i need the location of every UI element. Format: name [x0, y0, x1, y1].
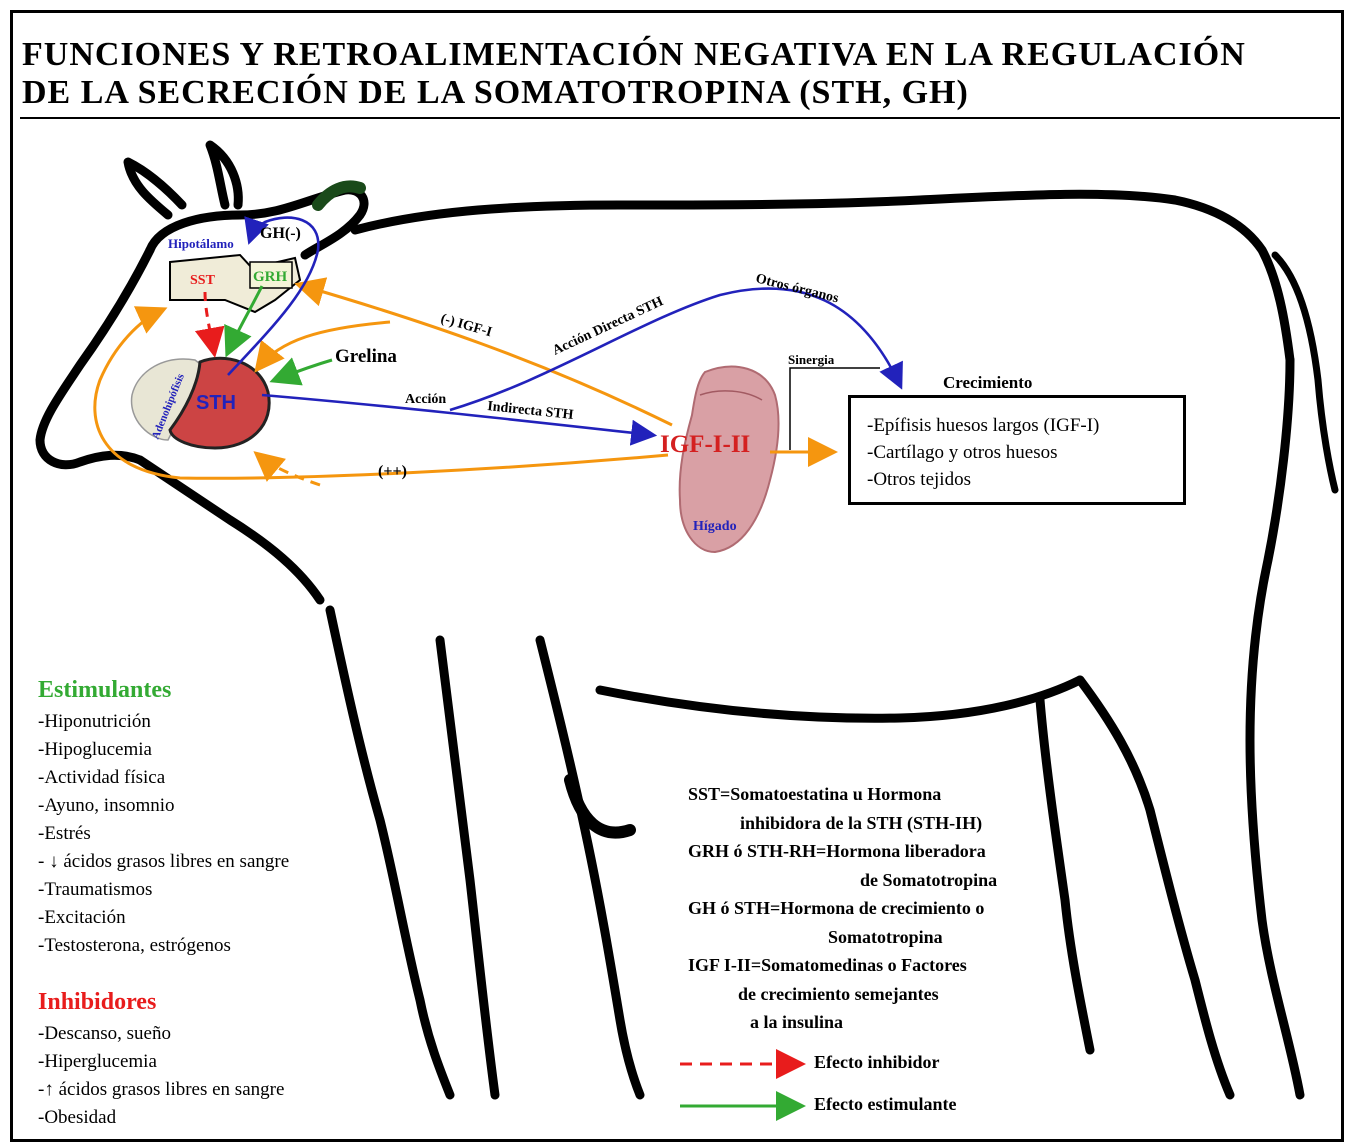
list-item: -Excitación [38, 904, 289, 932]
arrow-sth-indirect [262, 395, 652, 435]
glossary-line: a la insulina [688, 1008, 997, 1037]
label-gh-feedback: GH(-) [260, 225, 301, 242]
cow-horn-right [210, 145, 238, 205]
label-hipotalamo: Hipotálamo [168, 236, 234, 251]
cow-hind-leg-inner [1080, 680, 1230, 1095]
crecimiento-item: -Epífisis huesos largos (IGF-I) [867, 412, 1183, 439]
cow-front-leg-2 [540, 640, 640, 1095]
legend-stimulant-label: Efecto estimulante [814, 1094, 956, 1115]
label-accion: Acción [405, 392, 446, 407]
list-item: -Hiponutrición [38, 708, 289, 736]
inhibidores-title: Inhibidores [38, 986, 284, 1018]
label-grh: GRH [253, 269, 288, 285]
crecimiento-box: -Epífisis huesos largos (IGF-I) -Cartíla… [848, 395, 1186, 505]
label-igf-feedback: (-) IGF-I [439, 311, 494, 340]
list-item: -Estrés [38, 820, 289, 848]
glossary-line: Somatotropina [688, 923, 997, 952]
cow-hind-leg-2 [1040, 700, 1090, 1050]
glossary-line: SST=Somatoestatina u Hormona [688, 780, 997, 809]
glossary-line: IGF I-II=Somatomedinas o Factores [688, 951, 997, 980]
label-crecimiento: Crecimiento [943, 373, 1032, 392]
arrow-sth-direct [450, 288, 900, 410]
list-item: -Descanso, sueño [38, 1020, 284, 1048]
list-item: -Hiperglucemia [38, 1048, 284, 1076]
cow-hind-leg [1250, 360, 1300, 1095]
cow-front-leg-1 [330, 610, 450, 1095]
list-item: -Actividad física [38, 764, 289, 792]
label-sth: STH [196, 392, 236, 414]
crecimiento-item: -Cartílago y otros huesos [867, 439, 1183, 466]
arrow-plusplus-dashed [258, 455, 320, 485]
list-item: -↑ ácidos grasos libres en sangre [38, 1076, 284, 1104]
arrow-grelina-to-sth [275, 360, 332, 380]
label-higado: Hígado [693, 519, 737, 534]
glossary: SST=Somatoestatina u Hormona inhibidora … [688, 780, 997, 1037]
cow-front-leg-3 [440, 640, 495, 1095]
legend-inhibitor-label: Efecto inhibidor [814, 1052, 940, 1073]
cow-neck [140, 460, 320, 600]
label-plus-plus: (++) [378, 463, 407, 480]
list-item: -Ayuno, insomnio [38, 792, 289, 820]
label-accion-directa: Acción Directa STH [550, 294, 665, 358]
list-item: -Testosterona, estrógenos [38, 932, 289, 960]
list-item: - ↓ ácidos grasos libres en sangre [38, 848, 289, 876]
glossary-line: GRH ó STH-RH=Hormona liberadora [688, 837, 997, 866]
list-item: -Traumatismos [38, 876, 289, 904]
cow-horn-left [128, 162, 182, 215]
list-item: -Hipoglucemia [38, 736, 289, 764]
label-sinergia: Sinergia [788, 352, 835, 367]
list-item: -Obesidad [38, 1104, 284, 1132]
blue-arrows [228, 218, 900, 435]
inhibidores-list: Inhibidores -Descanso, sueño -Hipergluce… [38, 986, 284, 1132]
crecimiento-item: -Otros tejidos [867, 466, 1183, 493]
glossary-line: de Somatotropina [688, 866, 997, 895]
cow-belly [600, 680, 1080, 718]
estimulantes-title: Estimulantes [38, 674, 289, 706]
cow-back [355, 194, 1290, 360]
estimulantes-list: Estimulantes -Hiponutrición -Hipoglucemi… [38, 674, 289, 960]
glossary-line: de crecimiento semejantes [688, 980, 997, 1009]
label-grelina: Grelina [335, 346, 397, 367]
label-igf: IGF-I-II [660, 431, 750, 458]
glossary-line: inhibidora de la STH (STH-IH) [688, 809, 997, 838]
label-otros-organos: Otros órganos [754, 271, 841, 306]
label-sst: SST [190, 273, 216, 288]
glossary-line: GH ó STH=Hormona de crecimiento o [688, 894, 997, 923]
cow-face [40, 250, 150, 465]
